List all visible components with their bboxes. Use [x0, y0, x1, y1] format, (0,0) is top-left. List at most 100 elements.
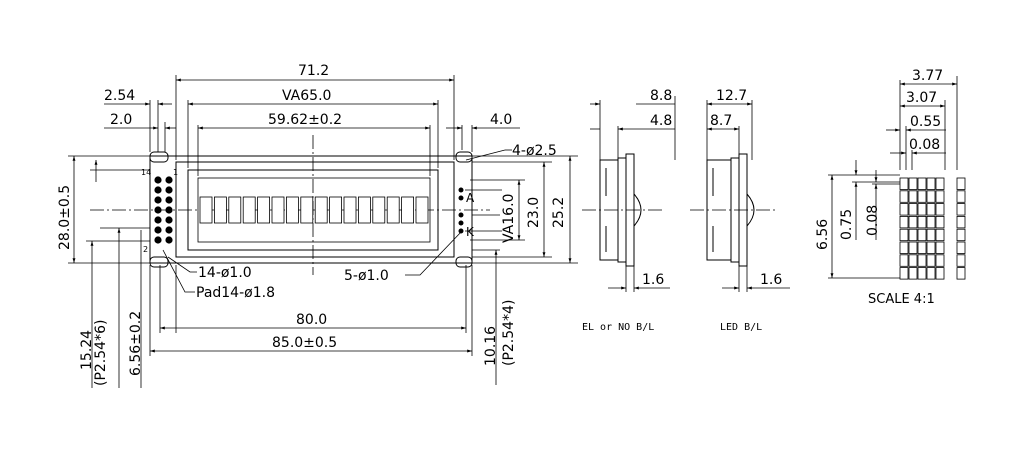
- dot: [899, 177, 909, 190]
- header-pin: [154, 186, 162, 194]
- pin-label-1: 1: [173, 168, 178, 177]
- bezel-outline: [175, 161, 455, 258]
- scale-label: SCALE 4:1: [868, 292, 935, 307]
- note-side-holes: 5-ø1.0: [344, 268, 389, 284]
- dot: [908, 190, 918, 203]
- dot: [917, 190, 927, 203]
- dim-dot-width: 0.55: [910, 114, 941, 130]
- pad-label-k: K: [466, 225, 475, 239]
- dim-pin-span: 15.24: [79, 330, 95, 370]
- dot: [926, 215, 936, 229]
- dim-window-height: 23.0: [526, 197, 542, 228]
- dim-led-total-thickness: 12.7: [716, 88, 747, 104]
- header-pin: [154, 196, 162, 204]
- header-pin: [154, 236, 162, 244]
- dot: [899, 228, 909, 242]
- dot: [917, 267, 927, 280]
- dot: [926, 177, 936, 190]
- pin-header: [154, 176, 173, 244]
- header-pin: [165, 226, 173, 234]
- dim-right-pin-pitch: (P2.54*4): [501, 300, 517, 366]
- dim-right-pin-span: 10.16: [483, 326, 499, 366]
- dot: [926, 190, 936, 203]
- dim-pin-row-offset: 6.56±0.2: [128, 311, 144, 376]
- dim-bezel-width: 85.0±0.5: [272, 335, 337, 351]
- dot: [908, 215, 918, 229]
- character-cell: [415, 196, 429, 224]
- dot: [899, 215, 909, 229]
- dot: [935, 254, 945, 267]
- character-cell: [257, 196, 271, 224]
- character-cell: [285, 196, 299, 224]
- character-cell: [213, 196, 227, 224]
- dot: [935, 215, 945, 229]
- dim-pcb-width: 80.0: [296, 312, 327, 328]
- dim-pin-offset-outer: 2.54: [104, 88, 135, 104]
- dim-pin-pitch: (P2.54*6): [93, 320, 109, 386]
- dot: [935, 228, 945, 242]
- dim-outline-height: 28.0±0.5: [57, 185, 73, 250]
- dot: [956, 228, 966, 242]
- dot: [908, 228, 918, 242]
- dot: [908, 254, 918, 267]
- dot: [917, 241, 927, 254]
- side-view-led: 12.7 8.7 1.6 LED B/L: [690, 88, 790, 333]
- dim-el-pcb-thickness: 1.6: [642, 272, 664, 288]
- pin-label-14: 14: [141, 168, 151, 177]
- dot: [908, 177, 918, 190]
- dot: [899, 254, 909, 267]
- front-view: 14 1 2 A K 71.2 VA65.0 59.62±0.2: [57, 63, 578, 388]
- dim-dots-width: 3.07: [906, 90, 937, 106]
- dim-dot-vgap: 0.08: [865, 205, 881, 236]
- character-cell: [228, 196, 242, 224]
- dot: [926, 228, 936, 242]
- dot: [926, 241, 936, 254]
- dim-led-pcb-thickness: 1.6: [760, 272, 782, 288]
- pad-label-a: A: [466, 191, 475, 205]
- character-cell: [242, 196, 256, 224]
- mount-hole-bottom-right: [455, 256, 473, 268]
- dim-overall-width: 71.2: [298, 63, 329, 79]
- dim-char-height: 6.56: [815, 219, 831, 250]
- dot-matrix: [899, 177, 966, 280]
- caption-el: EL or NO B/L: [582, 322, 654, 333]
- dot: [908, 241, 918, 254]
- dot: [908, 203, 918, 216]
- dot: [899, 267, 909, 280]
- dot: [956, 215, 966, 229]
- pcb-outline: [149, 155, 473, 264]
- character-cell: [386, 196, 400, 224]
- header-pin: [165, 196, 173, 204]
- character-cell: [372, 196, 386, 224]
- dim-dot-gap: 0.08: [909, 137, 940, 153]
- header-pin: [165, 206, 173, 214]
- dot: [935, 190, 945, 203]
- dot: [926, 254, 936, 267]
- mount-hole-top-right: [455, 151, 473, 163]
- mount-hole-top-left: [149, 151, 169, 163]
- note-pad-holes: Pad14-ø1.8: [196, 285, 275, 301]
- character-cell: [329, 196, 343, 224]
- dot: [935, 203, 945, 216]
- backlight-pads: [458, 187, 464, 234]
- dot: [899, 241, 909, 254]
- dot: [956, 203, 966, 216]
- character-cell: [271, 196, 285, 224]
- dot: [956, 241, 966, 254]
- dim-dot-height: 0.75: [839, 209, 855, 240]
- dot: [956, 254, 966, 267]
- header-pin: [165, 186, 173, 194]
- caption-led: LED B/L: [720, 322, 762, 333]
- dim-viewing-area: VA65.0: [282, 88, 331, 104]
- character-detail: 3.77 3.07 0.55 0.08 6.56 0.75 0.08 SCALE…: [815, 68, 966, 307]
- dim-pin-offset-inner: 2.0: [110, 112, 132, 128]
- dot: [956, 190, 966, 203]
- character-row: [199, 196, 429, 224]
- dot: [926, 203, 936, 216]
- dot: [917, 254, 927, 267]
- header-pin: [165, 216, 173, 224]
- dot: [926, 267, 936, 280]
- character-cell: [199, 196, 213, 224]
- character-cell: [343, 196, 357, 224]
